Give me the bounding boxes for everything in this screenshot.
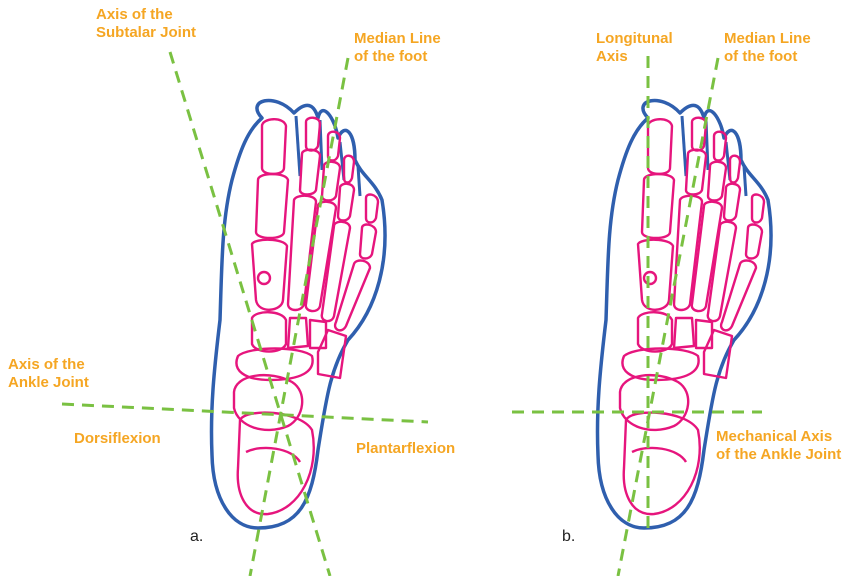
median-line-label-b-line2: of the foot — [724, 48, 811, 66]
panel-a-letter: a. — [190, 528, 203, 546]
longitudinal-axis-label: Longitunal Axis — [596, 30, 673, 66]
panel-a — [62, 52, 428, 576]
ankle-axis-label: Axis of the Ankle Joint — [8, 356, 89, 392]
median-line-label-b-line1: Median Line — [724, 30, 811, 48]
mechanical-axis-label: Mechanical Axis of the Ankle Joint — [716, 428, 841, 464]
subtalar-axis-label-line1: Axis of the — [96, 6, 196, 24]
dorsiflexion-label: Dorsiflexion — [74, 430, 161, 448]
mechanical-axis-label-line1: Mechanical Axis — [716, 428, 841, 446]
median-line-label-a-line2: of the foot — [354, 48, 441, 66]
plantarflexion-label: Plantarflexion — [356, 440, 455, 458]
ankle-axis-label-line1: Axis of the — [8, 356, 89, 374]
ankle-axis-label-line2: Ankle Joint — [8, 374, 89, 392]
subtalar-axis-label-line2: Subtalar Joint — [96, 24, 196, 42]
median-line-label-b: Median Line of the foot — [724, 30, 811, 66]
ankle-axis-line — [62, 404, 428, 422]
longitudinal-axis-label-line1: Longitunal — [596, 30, 673, 48]
longitudinal-axis-label-line2: Axis — [596, 48, 673, 66]
axis-lines-a — [62, 52, 428, 576]
median-line-label-a: Median Line of the foot — [354, 30, 441, 66]
panel-b-letter: b. — [562, 528, 575, 546]
subtalar-axis-label: Axis of the Subtalar Joint — [96, 6, 196, 42]
median-line-label-a-line1: Median Line — [354, 30, 441, 48]
mechanical-axis-label-line2: of the Ankle Joint — [716, 446, 841, 464]
